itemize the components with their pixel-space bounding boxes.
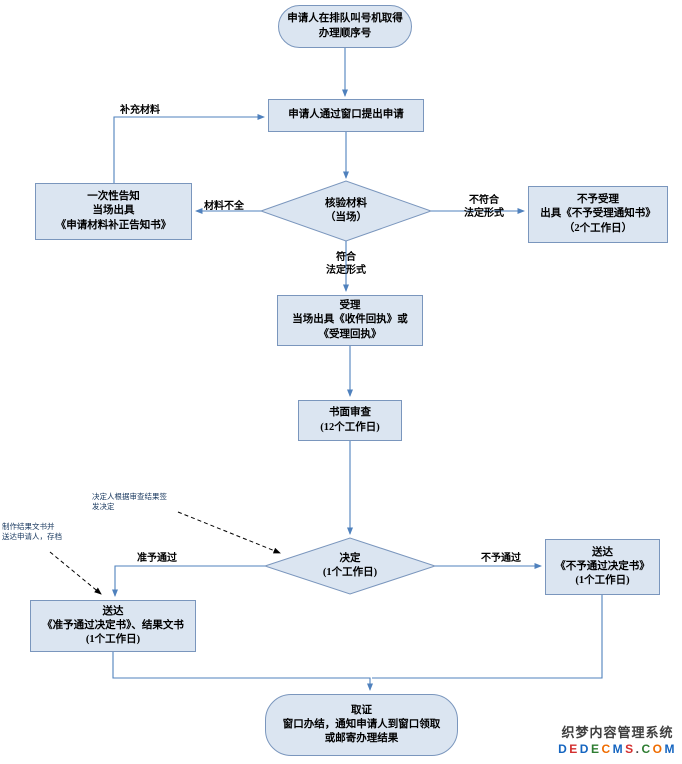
dashed-edge-archive-note — [49, 551, 102, 595]
edge-deliver-reject-end — [372, 595, 603, 679]
node-apply: 申请人通过窗口提出申请 — [268, 99, 424, 132]
edge-notify-apply-supplement — [113, 114, 265, 183]
node-deliver-rejection: 送达 《不予通过决定书》 (1个工作日) — [545, 539, 660, 595]
watermark-brand: DEDECMS.COM — [558, 742, 677, 756]
watermark: 织梦内容管理系统 DEDECMS.COM — [558, 722, 677, 756]
node-accept: 受理 当场出具《收件回执》或 《受理回执》 — [277, 295, 423, 346]
node-start: 申请人在排队叫号机取得 办理顺序号 — [278, 5, 412, 48]
annotation-decision-note: 决定人根据审查结果签 发决定 — [92, 492, 167, 512]
node-written-review: 书面审查 (12个工作日) — [298, 400, 402, 441]
node-decide-diamond-label: 决定 (1个工作日) — [322, 552, 378, 578]
watermark-text: 织梦内容管理系统 — [561, 725, 674, 740]
node-deliver-approval: 送达 《准予通过决定书》、结果文书 (1个工作日) — [30, 600, 196, 652]
annotation-archive-note: 制作结果文书并 送达申请人，存档 — [2, 522, 62, 542]
label-nonconforming-form: 不符合 法定形式 — [464, 195, 504, 219]
label-supplement-materials: 补充材料 — [120, 105, 160, 116]
edge-decide-deliver-approve — [112, 565, 265, 597]
label-materials-incomplete: 材料不全 — [204, 201, 244, 212]
label-conforming-form: 符合 法定形式 — [326, 252, 366, 276]
edge-deliver-approve-end — [112, 652, 373, 691]
label-approved: 准予通过 — [137, 553, 177, 564]
label-not-approved: 不予通过 — [481, 553, 521, 564]
node-one-time-notify: 一次性告知 当场出具 《申请材料补正告知书》 — [35, 183, 192, 240]
node-end: 取证 窗口办结，通知申请人到窗口领取 或邮寄办理结果 — [265, 694, 458, 756]
node-not-accepted: 不予受理 出具《不予受理通知书》 （2个工作日） — [528, 186, 668, 243]
node-verify-diamond-label: 核验材料 （当场） — [325, 197, 367, 223]
dashed-edge-decision-note — [177, 511, 281, 554]
